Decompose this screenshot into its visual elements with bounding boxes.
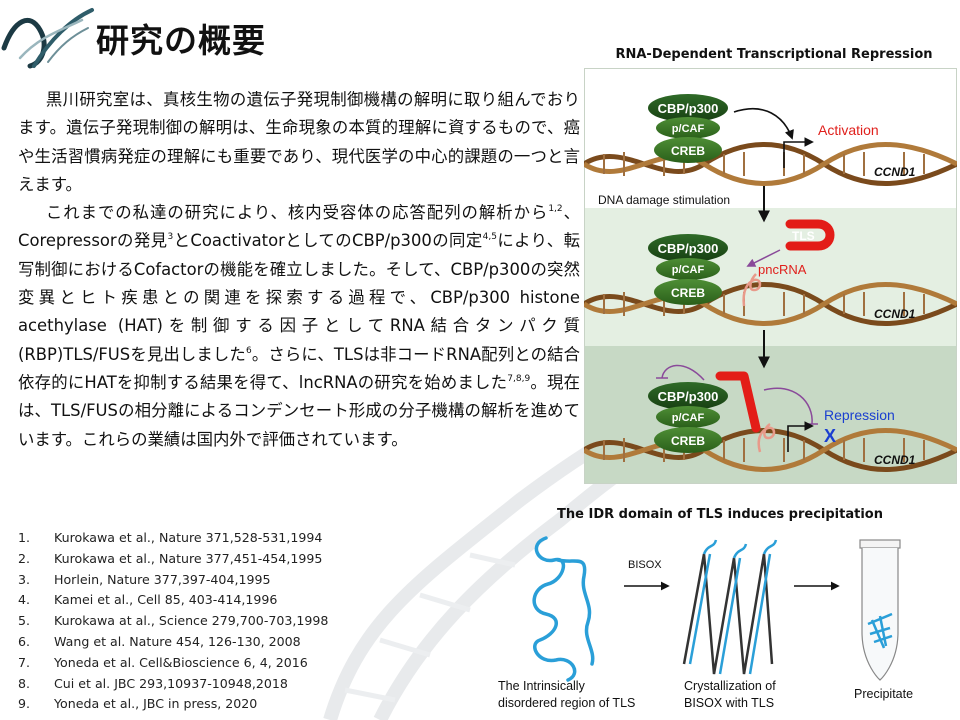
cbp-label: CBP/p300 [658,101,719,116]
figure2-title: The IDR domain of TLS induces precipitat… [557,507,883,522]
pcaf-label: p/CAF [672,412,705,424]
repression-label: Repression [824,407,895,423]
cbp-p300-protein [648,382,728,410]
crystal-label-line2: BISOX with TLS [684,696,774,710]
panel-activation [584,68,957,208]
idr-label-line1: The Intrinsically [498,679,586,693]
p2-text-e: 。さらに、TLSは非コードRNA配列との結合依存的にHATを抑制する結果を得て、… [18,344,580,392]
reference-text: Yoneda et al., JBC in press, 2020 [54,696,258,712]
tls-binding-arrow [746,249,781,267]
reference-number: 3. [18,571,31,587]
p2-text-f: 。現在は、TLS/FUSの相分離によるコンデンセート形成の分子機構の解析を進めて… [18,372,580,449]
citation-sup: 4,5 [482,232,497,243]
creb-protein [654,427,722,453]
creb-label: CREB [671,286,705,300]
reference-text: Wang et al. Nature 454, 126-130, 2008 [54,633,301,649]
cbp-p300-protein [648,94,728,122]
page-title: 研究の概要 [96,21,266,60]
pcaf-protein [656,117,720,139]
p2-text-d: により、転写制御におけるCofactorの機能を確立しました。そして、CBP/p… [18,231,580,364]
inhibition-arc-2 [763,387,813,425]
reference-list: 1. Kurokawa et al., Nature 371,528-531,19… [18,528,488,715]
reference-item: 3. Horlein, Nature 377,397-404,1995 [18,570,488,591]
reference-text: Cui et al. JBC 293,10937-10948,2018 [54,675,288,691]
dna-damage-label: DNA damage stimulation [598,193,730,207]
tss-arrow [787,421,814,452]
citation-sup: 6 [245,345,252,356]
cbp-p300-protein [648,234,728,262]
dna-helix-1 [584,142,957,186]
reference-number: 7. [18,654,31,670]
p2-text-a: これまでの私達の研究により、核内受容体の応答配列の解析から [45,203,549,223]
reference-text: Yoneda et al. Cell&Bioscience 6, 4, 2016 [54,654,308,670]
tss-arrow [783,137,814,168]
reference-item: 1. Kurokawa et al., Nature 371,528-531,19… [18,528,488,549]
gene-label: CCND1 [874,165,916,179]
dna-helix-2 [584,282,957,326]
pcaf-label: p/CAF [672,264,705,276]
paragraph-1: 黒川研究室は、真核生物の遺伝子発現制御機構の解明に取り組んでおります。遺伝子発現… [18,90,580,194]
reference-number: 2. [18,550,31,566]
repression-x-mark: X [824,426,836,446]
reference-item: 5. Kurokawa at al., Science 279,700-703,1… [18,611,488,632]
reference-text: Kurokawa at al., Science 279,700-703,199… [54,613,329,629]
citation-sup: 1,2 [548,204,563,215]
bisox-label: BISOX [628,559,662,571]
panel-repression [584,346,957,484]
crystal-label-line1: Crystallization of [684,679,776,693]
reference-number: 9. [18,696,31,712]
test-tube-icon [859,539,901,681]
paragraph-2: これまでの私達の研究により、核内受容体の応答配列の解析から1,2、Corepre… [18,199,580,454]
figure1-transcription-diagram: CBP/p300 p/CAF CREB Activation CCND1 DNA… [584,68,957,484]
tls-protein-bound [715,371,761,433]
gene-label: CCND1 [874,453,916,467]
reference-text: Kurokawa et al., Nature 371,528-531,1994 [54,530,323,545]
activation-arrow [733,107,794,140]
reference-number: 6. [18,633,31,649]
reference-number: 1. [18,530,31,545]
pncrna-label: pncRNA [758,262,807,277]
cbp-label: CBP/p300 [658,241,719,256]
body-text: 黒川研究室は、真核生物の遺伝子発現制御機構の解明に取り組んでおります。遺伝子発現… [18,86,580,454]
reference-text: Horlein, Nature 377,397-404,1995 [54,571,271,587]
reference-item: 7. Yoneda et al. Cell&Bioscience 6, 4, 20… [18,653,488,674]
inhibition-arc-1 [661,364,705,381]
reference-number: 4. [18,592,31,608]
idr-coil [532,536,595,682]
pncrna-strand [742,273,762,307]
activation-label: Activation [818,122,879,138]
title-swoosh-logo [1,8,94,69]
figure2-precipitation-diagram: BISOX The Intrinsically disordered regio… [498,536,913,710]
reference-item: 2. Kurokawa et al., Nature 377,451-454,19… [18,549,488,570]
reference-item: 8. Cui et al. JBC 293,10937-10948,2018 [18,674,488,695]
reference-number: 5. [18,613,31,629]
reference-text: Kamei et al., Cell 85, 403-414,1996 [54,592,278,608]
tls-protein [785,219,835,251]
crystal-sheets [682,539,778,675]
creb-label: CREB [671,144,705,158]
tls-label: TLS [792,229,815,243]
pncrna-strand [757,422,776,453]
p2-text-b: 、Corepressorの発見 [18,203,580,251]
figure1-title: RNA-Dependent Transcriptional Repression [615,47,933,62]
citation-sup: 3 [167,232,174,243]
reference-item: 6. Wang et al. Nature 454, 126-130, 2008 [18,632,488,653]
creb-protein [654,279,722,305]
creb-label: CREB [671,434,705,448]
cbp-label: CBP/p300 [658,389,719,404]
reference-number: 8. [18,675,31,691]
gene-label: CCND1 [874,307,916,321]
idr-label-line2: disordered region of TLS [498,696,635,710]
pcaf-protein [656,406,720,428]
pcaf-label: p/CAF [672,123,705,135]
reference-item: 4. Kamei et al., Cell 85, 403-414,1996 [18,590,488,611]
precipitate-label: Precipitate [854,687,913,701]
p2-text-c: とCoactivatorとしてのCBP/p300の同定 [173,231,483,251]
reference-text: Kurokawa et al., Nature 377,451-454,1995 [54,550,323,566]
reference-item: 9. Yoneda et al., JBC in press, 2020 [18,694,488,715]
pcaf-protein [656,258,720,280]
citation-sup: 7,8,9 [507,373,531,384]
creb-protein [654,137,722,163]
